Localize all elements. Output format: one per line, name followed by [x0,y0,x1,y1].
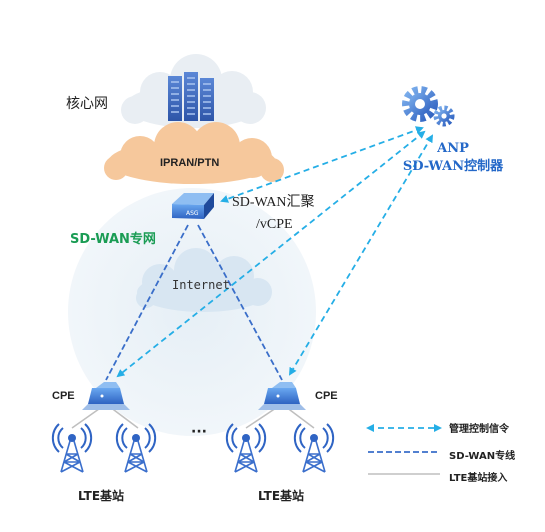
sdwan-private-network-label: SD-WAN专网 [70,232,156,247]
ipran-ptn-label: IPRAN/PTN [160,157,220,169]
asg-tag: ASG [186,210,199,217]
asg-device-icon: ASG [172,193,214,219]
legend-lte-label: LTE基站接入 [449,473,508,484]
core-network-label: 核心网 [66,96,108,112]
server-rack-icon [168,72,214,121]
internet-label: Internet [172,278,230,292]
anp-label: ANP [437,141,469,156]
cpe-left-label: CPE [52,390,75,402]
lte-tower-icon [115,423,157,473]
lte-right-label: LTE基站 [258,489,305,503]
ipran-ptn-cloud [104,122,284,184]
sdwan-aggregation-label: SD-WAN汇聚 /vCPE [232,192,314,236]
legend-sdwan-label: SD-WAN专线 [449,451,516,462]
sdwan-aggregation-line1: SD-WAN汇聚 [232,195,315,210]
sdwan-controller-label: SD-WAN控制器 [402,159,504,174]
ellipsis-label: ··· [191,424,207,440]
sdwan-aggregation-line2: /vCPE [256,217,293,232]
gear-icon [402,86,455,127]
lte-left-label: LTE基站 [78,489,125,503]
lte-tower-icon [51,423,93,473]
cpe-device-right-icon [258,382,306,410]
anp-controller-label: ANP SD-WAN控制器 [398,140,508,176]
control-line-cpe-right [288,134,434,376]
cpe-device-left-icon [82,382,130,410]
legend-control-label: 管理控制信令 [449,424,509,435]
cpe-right-label: CPE [315,390,338,402]
lte-tower-icon [225,423,267,473]
lte-tower-icon [293,423,335,473]
